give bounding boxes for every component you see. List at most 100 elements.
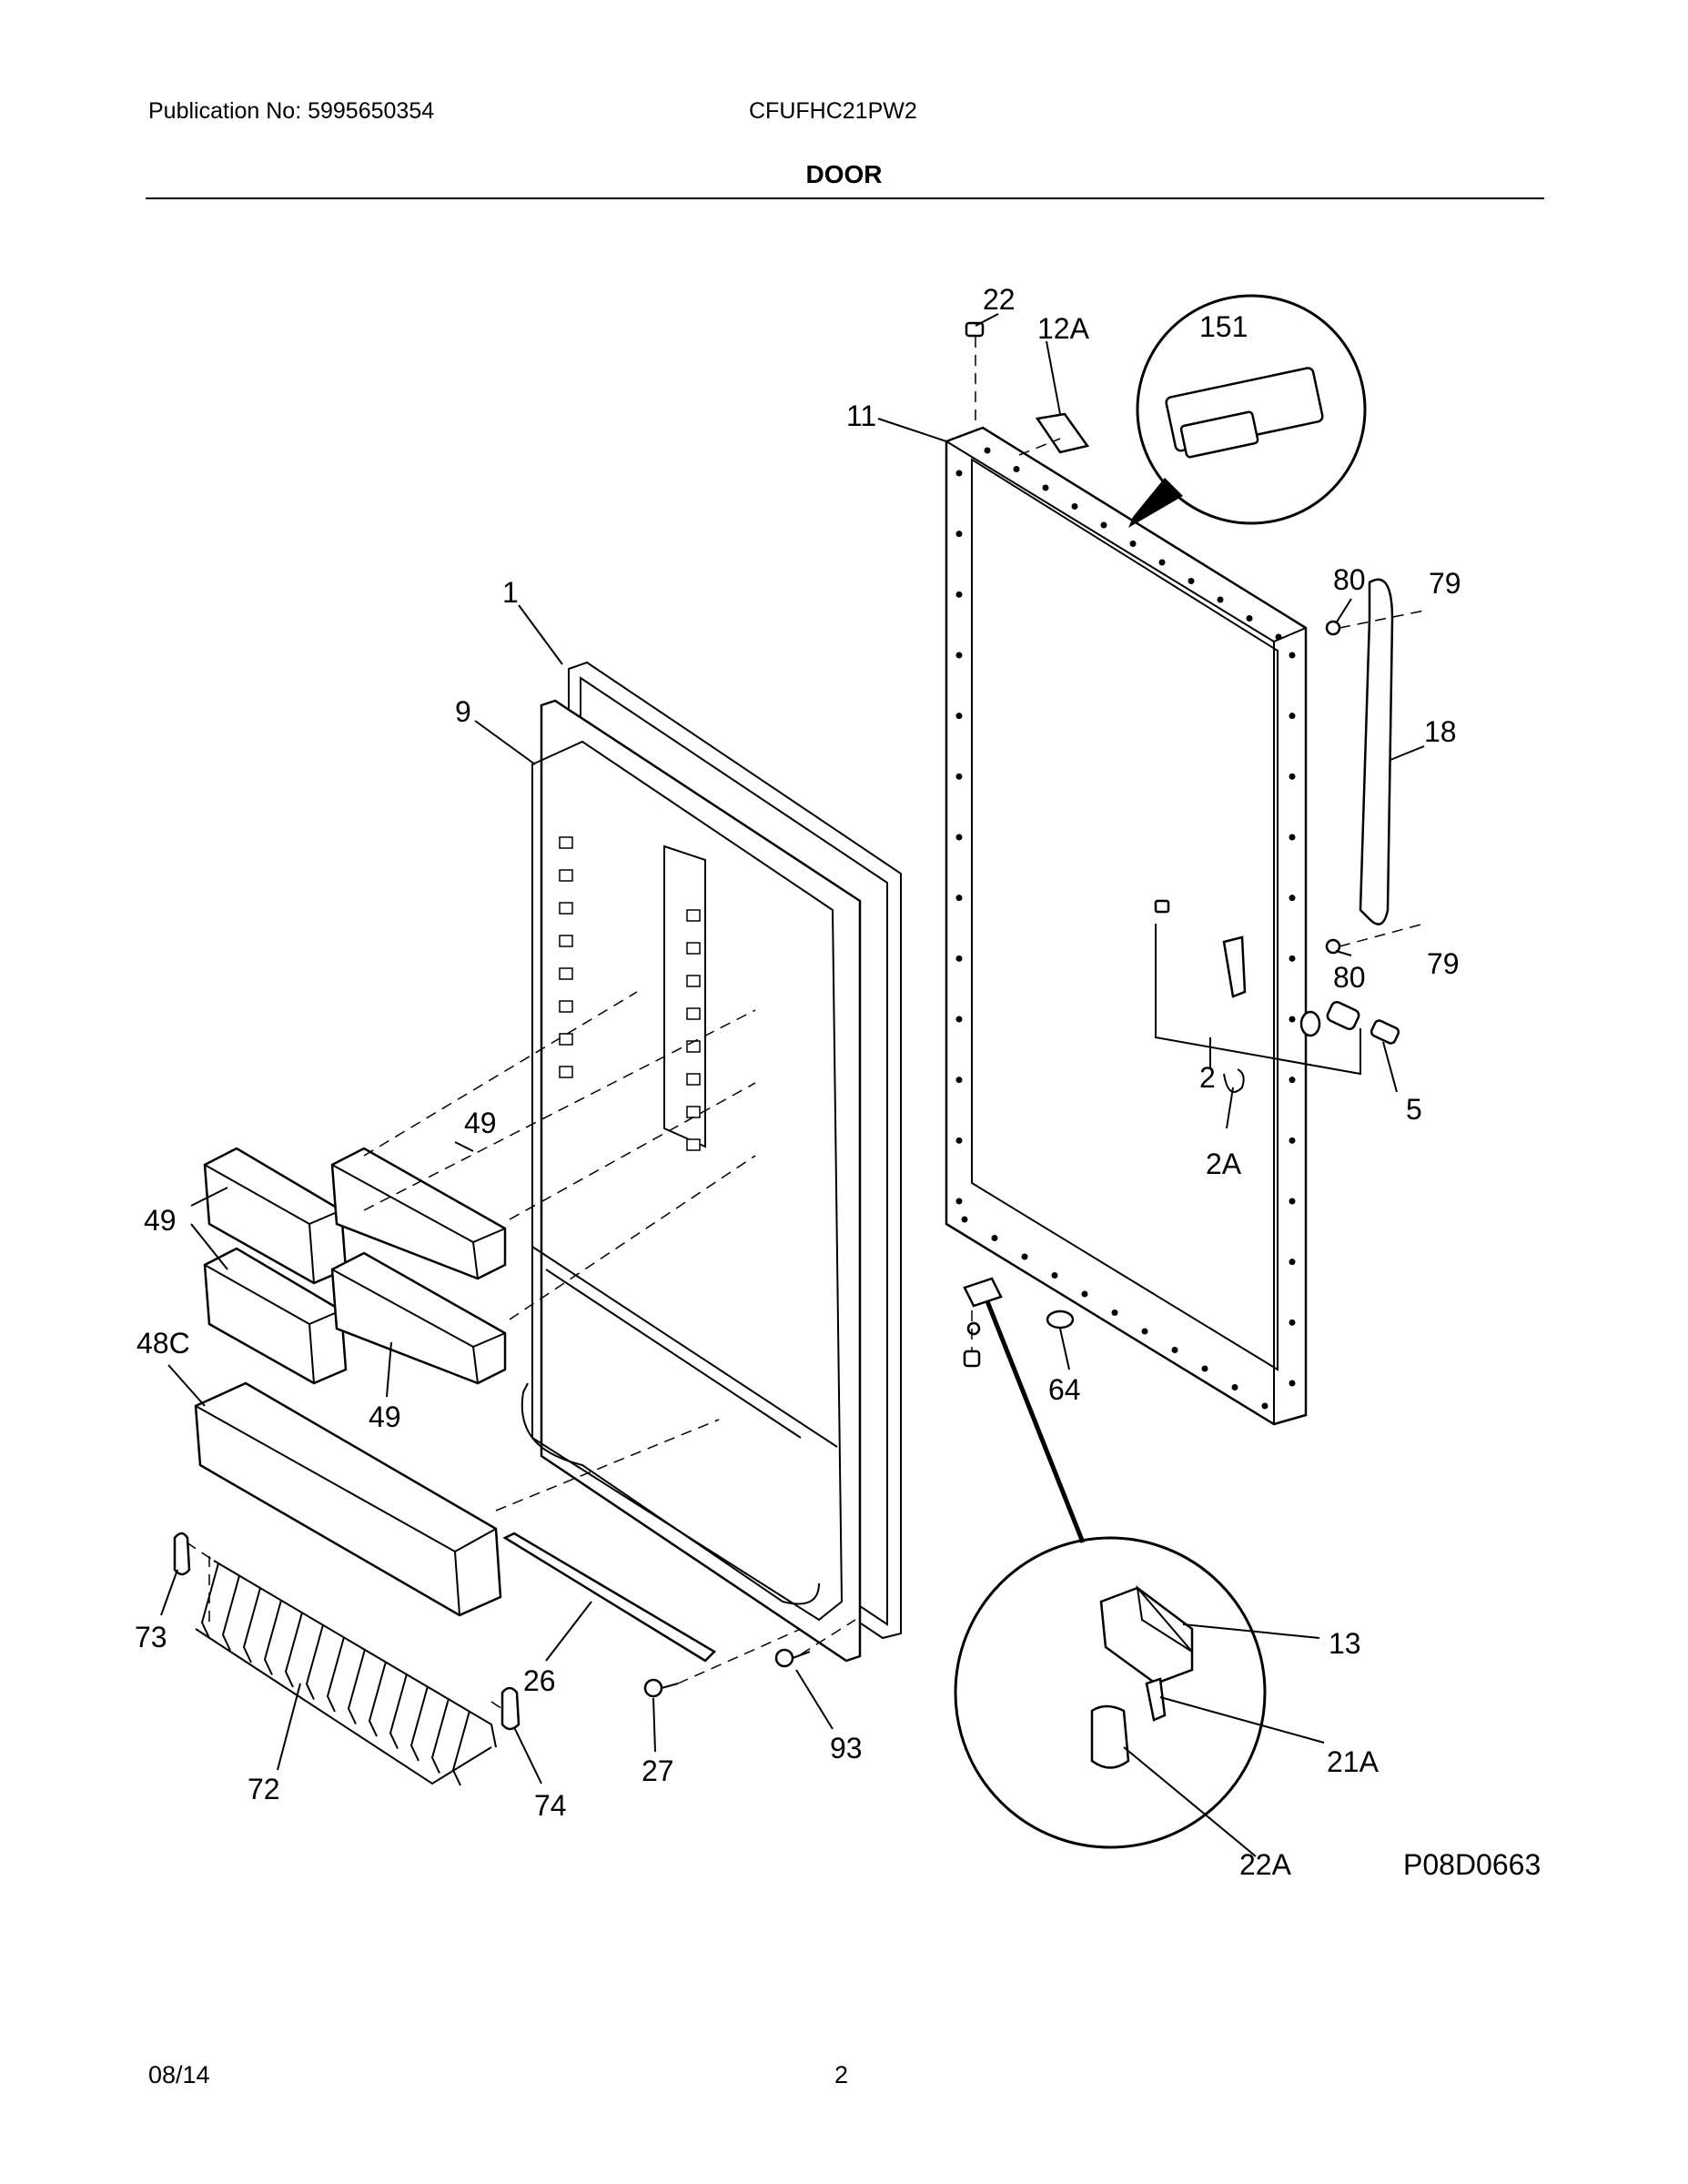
screw-hole xyxy=(1071,503,1078,510)
door-liner xyxy=(521,699,862,1663)
callout-9: 9 xyxy=(455,695,471,728)
screw-hole xyxy=(1217,596,1224,603)
callout-93: 93 xyxy=(830,1732,863,1764)
screw-hole xyxy=(1171,1347,1178,1353)
diagram-code: P08D0663 xyxy=(1403,1848,1541,1881)
bottom-hinge-parts xyxy=(963,1277,1003,1368)
shelf-peg xyxy=(559,836,573,849)
rack-wire xyxy=(368,1661,387,1737)
callout-11: 11 xyxy=(846,399,876,432)
gasket-clip-64 xyxy=(1046,1309,1075,1330)
rack-wire xyxy=(263,1600,282,1675)
shelf-peg xyxy=(559,967,573,980)
rack-wire xyxy=(242,1587,261,1663)
model-number: CFUFHC21PW2 xyxy=(749,98,917,124)
callout-18: 18 xyxy=(1424,715,1457,748)
header-rule xyxy=(146,197,1544,199)
callout-2a: 2A xyxy=(1206,1148,1242,1180)
screw-27 xyxy=(643,1678,679,1698)
screw-hole xyxy=(1289,1077,1296,1084)
screw-hole xyxy=(1158,559,1166,566)
screw-hole xyxy=(1275,633,1282,641)
screw-hole xyxy=(1289,895,1296,902)
shelf-peg xyxy=(559,1000,573,1013)
screw-hole xyxy=(1289,955,1296,962)
callout-74: 74 xyxy=(534,1789,567,1822)
door-trim-strip xyxy=(502,1532,717,1663)
rack-wire xyxy=(347,1649,366,1724)
hinge-detail xyxy=(954,1300,1267,1849)
rack-wire xyxy=(326,1636,345,1713)
screw-hole xyxy=(955,531,963,538)
callout-2: 2 xyxy=(1199,1061,1216,1094)
screw-hole xyxy=(1081,1290,1088,1298)
screw-hole xyxy=(1289,773,1296,780)
rack-wire xyxy=(389,1673,408,1749)
callout-79-bottom: 79 xyxy=(1427,947,1460,980)
callout-49-bottom: 49 xyxy=(369,1400,401,1433)
screw-hole xyxy=(955,1077,963,1084)
callout-22: 22 xyxy=(983,283,1016,316)
screw-hole xyxy=(955,1016,963,1023)
callout-22a: 22A xyxy=(1239,1848,1292,1881)
rack-wire xyxy=(221,1575,240,1651)
screw-hole xyxy=(1289,834,1296,841)
page-number: 2 xyxy=(834,2061,849,2088)
shelf-peg xyxy=(559,902,573,915)
publication-number: Publication No: 5995650354 xyxy=(148,98,435,124)
callout-79-top: 79 xyxy=(1429,567,1461,600)
rack-end-cap-right xyxy=(500,1686,521,1731)
door-bin-large xyxy=(194,1381,502,1617)
screw-hole xyxy=(1021,1253,1028,1260)
plug-22 xyxy=(965,321,985,338)
hinge-bracket-2 xyxy=(1154,899,1361,1076)
callout-13: 13 xyxy=(1329,1627,1361,1660)
shelf-peg xyxy=(686,1138,701,1151)
callout-151: 151 xyxy=(1199,310,1248,343)
callout-26: 26 xyxy=(523,1664,556,1697)
rack-wires xyxy=(200,1562,470,1786)
wire-rack xyxy=(195,1560,497,1786)
shelf-peg xyxy=(559,1033,573,1046)
screw-hole xyxy=(955,591,963,598)
screw-hole xyxy=(1111,1309,1118,1316)
callout-48c: 48C xyxy=(136,1327,190,1360)
door-bin-upper-right xyxy=(330,1147,507,1280)
outer-door-panel xyxy=(945,426,1308,1426)
screw-hole xyxy=(1289,1016,1296,1023)
screw-hole xyxy=(961,1216,968,1223)
screw-hole xyxy=(955,1137,963,1144)
screw-hole xyxy=(1289,1380,1296,1387)
screw-hole xyxy=(955,470,963,477)
lock-cylinder xyxy=(1299,1000,1400,1045)
shelf-peg xyxy=(686,1073,701,1086)
section-title: DOOR xyxy=(805,160,883,188)
handle-screws xyxy=(1325,609,1430,955)
screw-hole xyxy=(984,447,991,454)
rack-wire xyxy=(409,1685,429,1762)
screw-hole xyxy=(1261,1402,1269,1410)
screw-hole xyxy=(1289,1319,1296,1326)
callout-72: 72 xyxy=(248,1773,280,1805)
shelf-peg xyxy=(559,869,573,882)
screw-hole xyxy=(955,895,963,902)
screw-hole xyxy=(1289,1259,1296,1266)
screw-hole xyxy=(1013,466,1020,472)
shelf-peg xyxy=(686,1106,701,1118)
screw-hole xyxy=(955,1198,963,1205)
hinge-clip-2A xyxy=(1223,1068,1245,1093)
callout-12a: 12A xyxy=(1037,312,1090,345)
screw-hole xyxy=(1129,541,1137,547)
screw-hole xyxy=(955,834,963,841)
callout-1: 1 xyxy=(502,576,519,609)
rack-end-cap-left xyxy=(173,1532,191,1576)
screw-hole xyxy=(1051,1272,1058,1279)
screw-hole xyxy=(1231,1384,1238,1390)
rack-wire xyxy=(430,1698,450,1774)
explode-lines xyxy=(186,337,1061,1712)
screw-hole xyxy=(1289,1137,1296,1144)
screw-hole xyxy=(1188,578,1195,584)
door-bin-lower-right xyxy=(330,1251,507,1385)
screw-hole xyxy=(1141,1328,1148,1335)
shelf-peg xyxy=(686,1040,701,1053)
